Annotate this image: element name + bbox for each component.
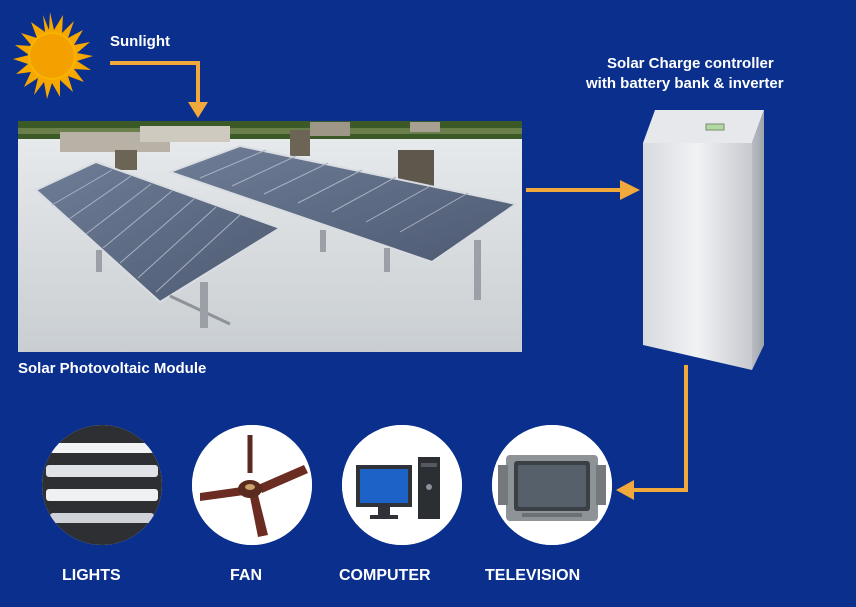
- module-to-controller-arrow: [526, 180, 640, 200]
- charge-controller-cabinet: [643, 110, 764, 370]
- television-label: TELEVISION: [485, 567, 581, 584]
- fan-circle: [192, 425, 312, 545]
- sun-icon: [13, 12, 93, 99]
- lights-icon: [42, 425, 162, 545]
- sunlight-label: Sunlight: [110, 33, 170, 50]
- television-icon: [492, 425, 612, 545]
- lights-label: LIGHTS: [62, 567, 121, 584]
- computer-circle: [342, 425, 462, 545]
- solar-module-photo: [18, 121, 522, 352]
- sunlight-arrow: [110, 61, 208, 118]
- controller-label-line1: Solar Charge controller: [607, 55, 774, 72]
- lights-circle: [42, 425, 162, 545]
- television-circle: [492, 425, 612, 545]
- module-label: Solar Photovoltaic Module: [18, 360, 207, 377]
- computer-label: COMPUTER: [339, 567, 431, 584]
- computer-icon: [342, 425, 462, 545]
- controller-to-appliances-arrow: [616, 365, 688, 500]
- fan-icon: [192, 425, 312, 545]
- controller-label-line2: with battery bank & inverter: [586, 75, 784, 92]
- fan-label: FAN: [230, 567, 262, 584]
